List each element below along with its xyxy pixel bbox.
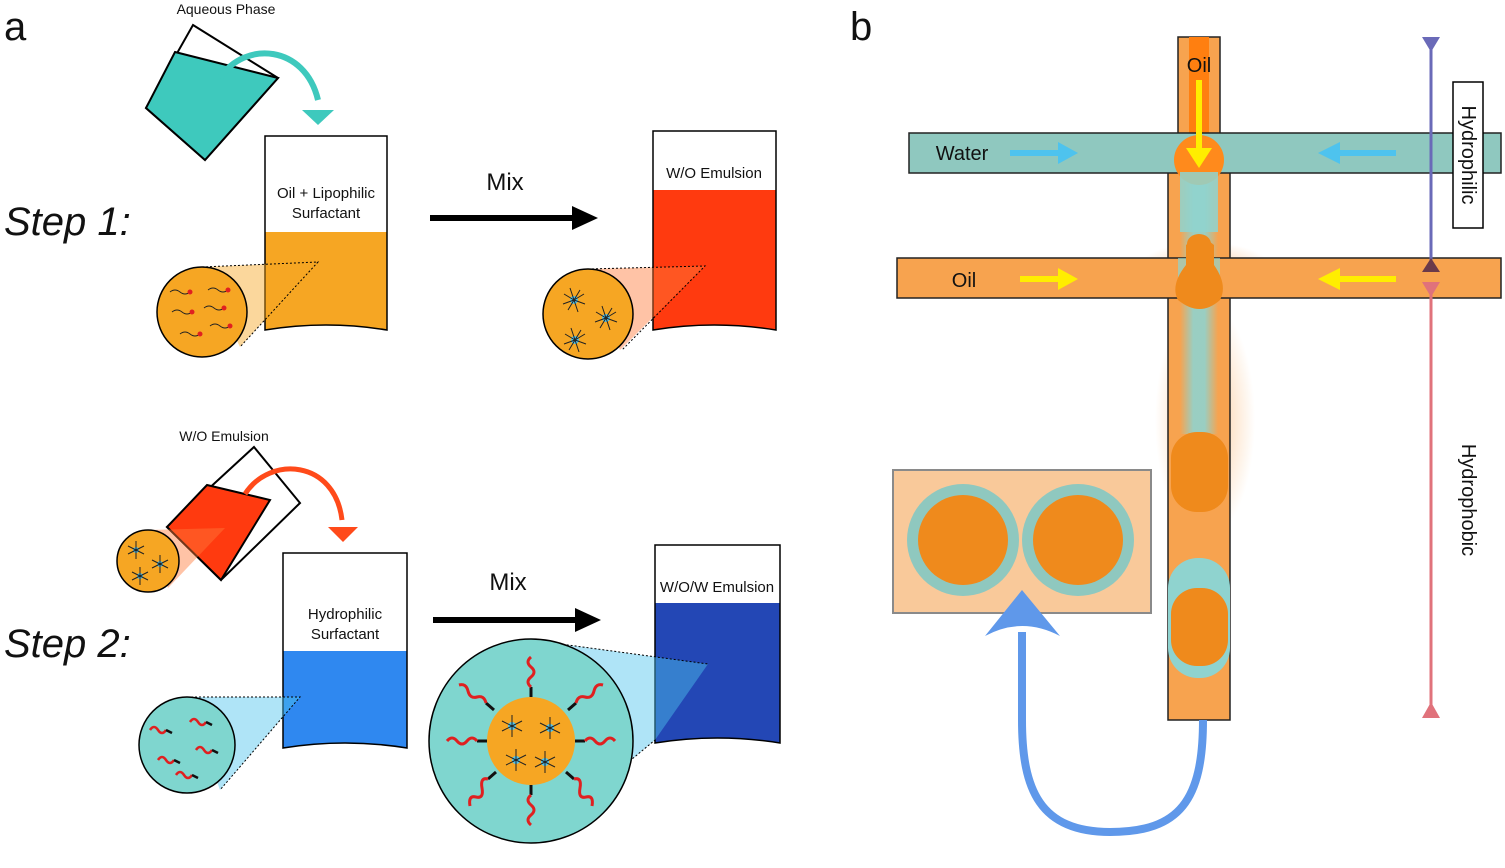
hydrophobic-label: Hydrophobic [1457, 444, 1479, 556]
hydrophilic-label: Hydrophilic [1457, 106, 1479, 205]
blue-flow-arrows [1010, 142, 1396, 164]
hydrophilic-surfactant-beaker [282, 552, 408, 749]
lipophilic-surfactant-zoom [156, 266, 248, 358]
wo-emulsion-zoom [542, 268, 634, 360]
collection-arrowhead [985, 590, 1060, 636]
wow-emulsion-beaker [654, 544, 781, 744]
panel-label-b: b [850, 5, 872, 49]
panel-label-a: a [4, 5, 27, 49]
wo-emulsion-beaker-label: W/O Emulsion [666, 165, 762, 182]
pour-arrow-aqueous [217, 50, 321, 101]
pour-arrowhead-wo [328, 527, 358, 542]
hydrophilic-surfactant-zoom [138, 696, 236, 794]
wo-emulsion-pour-label: W/O Emulsion [179, 428, 268, 444]
hydrophilic-beaker-label-1: Hydrophilic [308, 606, 383, 623]
mix-label-1: Mix [486, 169, 523, 196]
aqueous-phase-label: Aqueous Phase [177, 1, 276, 17]
wow-emulsion-zoom [428, 638, 634, 844]
aqueous-pouring-container [144, 23, 280, 162]
collection-arrow [1018, 632, 1207, 837]
top-oil-label: Oil [1187, 55, 1211, 77]
wo-emulsion-beaker [652, 130, 777, 331]
oil-beaker [264, 135, 388, 331]
water-label: Water [936, 143, 989, 165]
pour-arrow-wo [242, 466, 345, 521]
step-1-label: Step 1: [4, 200, 131, 244]
pour-arrowhead-aqueous [302, 110, 334, 125]
oil-beaker-label-2: Surfactant [292, 205, 361, 222]
yellow-flow-arrows [1020, 80, 1396, 290]
hydrophilic-beaker-label-2: Surfactant [311, 626, 380, 643]
hydrophilic-label-box [1452, 81, 1484, 229]
oil-label: Oil [952, 270, 976, 292]
hydrophobic-axis [1422, 282, 1440, 718]
wo-pour-zoom [116, 529, 180, 593]
droplet-train [1168, 172, 1230, 678]
hydrophilic-axis [1422, 37, 1440, 272]
oil-beaker-label-1: Oil + Lipophilic [277, 185, 375, 202]
mix-label-2: Mix [489, 569, 526, 596]
step-2-label: Step 2: [4, 622, 131, 666]
wow-emulsion-beaker-label: W/O/W Emulsion [660, 579, 774, 596]
wo-pouring-container [165, 445, 302, 582]
